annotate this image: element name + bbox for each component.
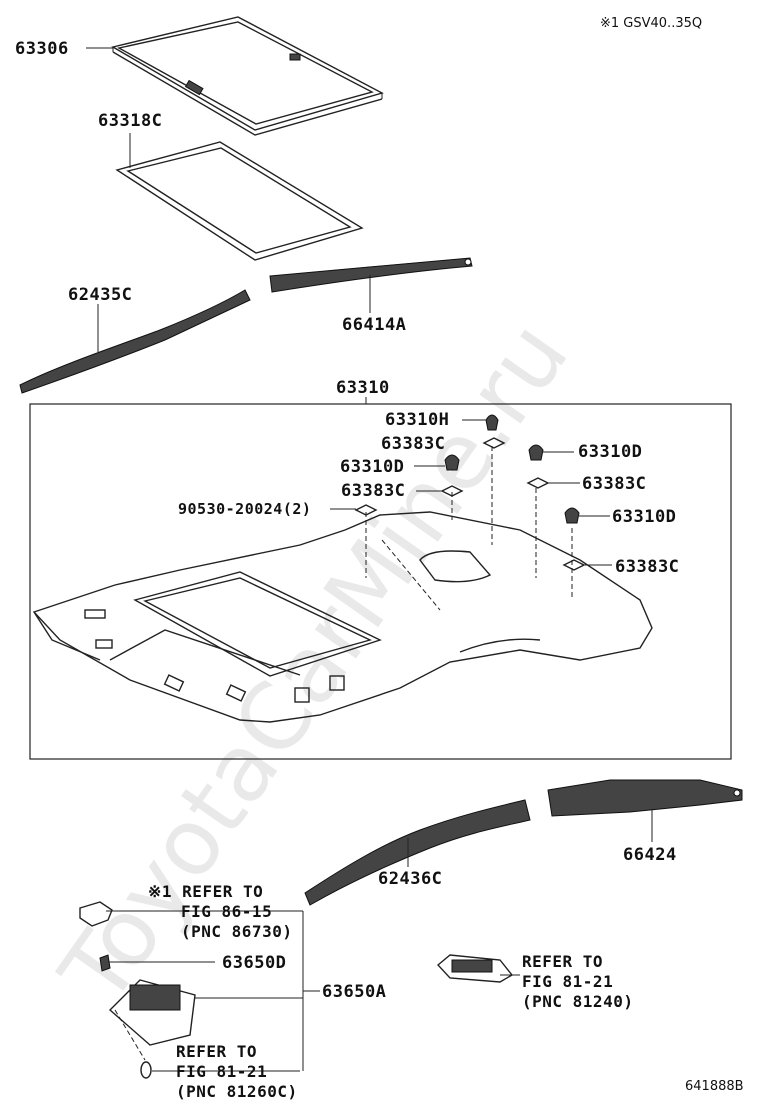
label-63650A: 63650A [322, 982, 386, 1002]
label-66424: 66424 [623, 845, 677, 865]
applicability-note: ※1 GSV40..35Q [600, 16, 702, 31]
label-63383C-c: 63383C [582, 474, 646, 494]
ref3-line3: (PNC 81260C) [176, 1082, 298, 1101]
clip-63310D-icon[interactable] [528, 444, 544, 461]
headliner-group-frame [29, 403, 732, 760]
ref1-line1: ※1 REFER TO [148, 882, 263, 901]
label-62435C: 62435C [68, 285, 132, 305]
clip-63650D-icon[interactable] [99, 954, 111, 972]
label-90530-20024: 90530-20024(2) [178, 500, 311, 518]
label-63310H: 63310H [385, 410, 449, 430]
watermark: ToyotaCarMine.ru [40, 303, 589, 1024]
ref1-line3: (PNC 86730) [181, 922, 292, 941]
label-63310: 63310 [336, 378, 390, 398]
room-lamp-icon[interactable] [79, 901, 113, 927]
label-62436C: 62436C [378, 869, 442, 889]
trim-strip-lower-right-icon[interactable] [547, 779, 743, 817]
diagram-id: 641888B [685, 1079, 744, 1094]
label-63310D-b: 63310D [578, 442, 642, 462]
label-66414A: 66414A [342, 315, 406, 335]
clip-63310H-icon[interactable] [485, 414, 499, 431]
retainer-icon[interactable] [526, 477, 550, 489]
ref2-line1: REFER TO [522, 952, 603, 971]
sunshade-panel-icon[interactable] [111, 16, 384, 136]
label-63310D-c: 63310D [612, 507, 676, 527]
map-lamp-icon[interactable] [108, 979, 196, 1061]
trim-strip-left-icon[interactable] [19, 289, 251, 394]
label-63318C: 63318C [98, 111, 162, 131]
clip-63310D-icon[interactable] [444, 454, 460, 471]
ref3-line2: FIG 81-21 [176, 1062, 267, 1081]
retainer-icon[interactable] [440, 485, 464, 497]
label-63310D-a: 63310D [340, 457, 404, 477]
ref1-line2: FIG 86-15 [181, 902, 272, 921]
ref3-line1: REFER TO [176, 1042, 257, 1061]
label-63650D: 63650D [222, 953, 286, 973]
label-63383C-b: 63383C [341, 481, 405, 501]
clip-63310D-icon[interactable] [564, 507, 580, 524]
trim-strip-upper-icon[interactable] [269, 257, 473, 293]
trim-strip-lower-left-icon[interactable] [304, 799, 531, 906]
bulb-icon[interactable] [140, 1061, 152, 1079]
label-63383C-a: 63383C [381, 434, 445, 454]
label-63383C-d: 63383C [615, 557, 679, 577]
weatherstrip-frame-icon[interactable] [115, 141, 364, 261]
room-lamp-right-icon[interactable] [436, 954, 514, 983]
retainer-icon[interactable] [482, 437, 506, 449]
ref2-line3: (PNC 81240) [522, 992, 633, 1011]
headliner-panel-icon[interactable] [32, 511, 653, 723]
ref2-line2: FIG 81-21 [522, 972, 613, 991]
label-63306: 63306 [15, 39, 69, 59]
retainer-90530-icon[interactable] [354, 504, 378, 516]
